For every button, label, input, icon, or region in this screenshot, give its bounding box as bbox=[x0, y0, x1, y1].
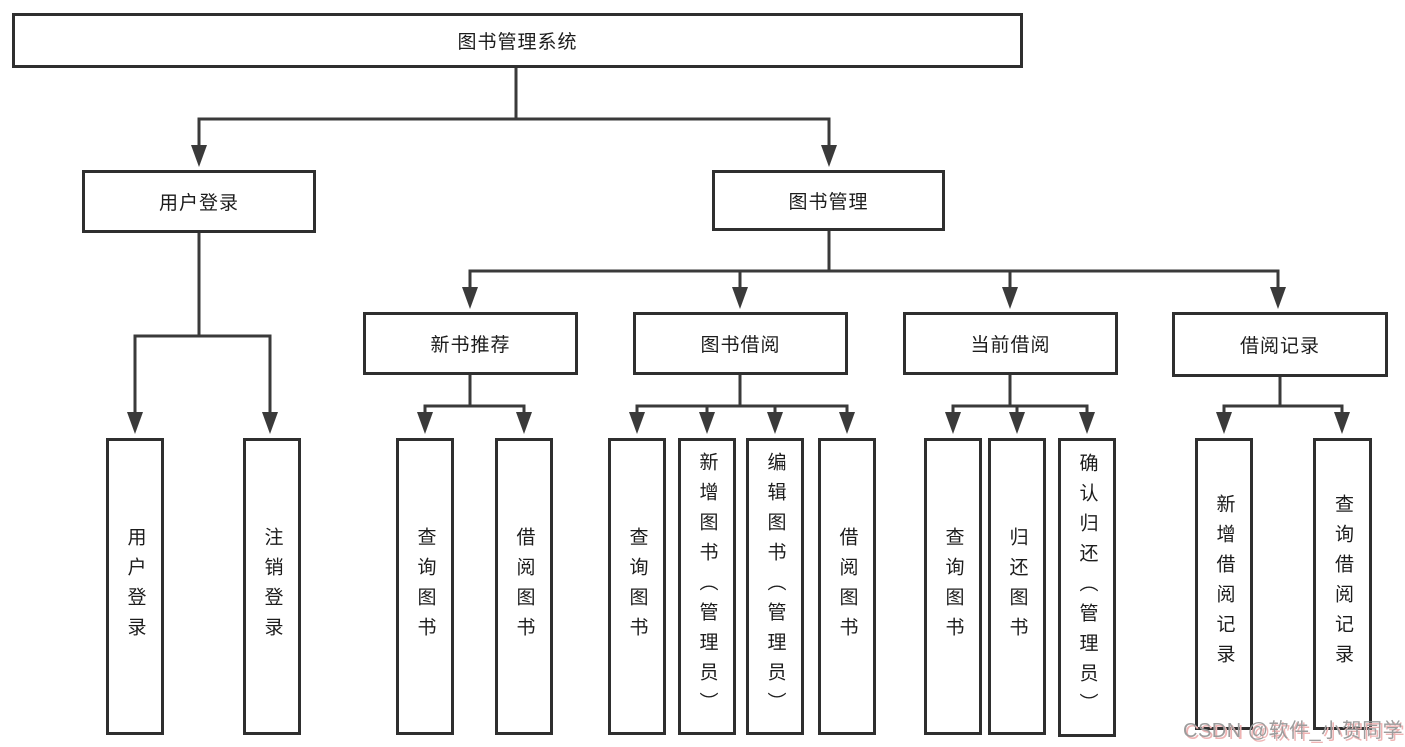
leaf-bb-query-books-label: 查询图书 bbox=[626, 526, 648, 647]
leaf-user-login-label: 用户登录 bbox=[124, 526, 146, 647]
leaf-br-query-record: 查询借阅记录 bbox=[1313, 438, 1372, 730]
node-user-login: 用户登录 bbox=[82, 170, 316, 233]
leaf-nbr-query-books: 查询图书 bbox=[396, 438, 454, 735]
leaf-cb-return-books-label: 归还图书 bbox=[1006, 526, 1028, 647]
leaf-cb-query-books-label: 查询图书 bbox=[942, 526, 964, 647]
leaf-nbr-borrow-books: 借阅图书 bbox=[495, 438, 553, 735]
node-borrow-records-label: 借阅记录 bbox=[1239, 336, 1320, 357]
node-book-management: 图书管理 bbox=[712, 170, 945, 231]
leaf-br-add-record: 新增借阅记录 bbox=[1195, 438, 1253, 730]
node-book-borrow: 图书借阅 bbox=[633, 312, 848, 375]
node-book-borrow-label: 图书借阅 bbox=[700, 335, 781, 356]
watermark: CSDN @软件_小贺同学 bbox=[1183, 720, 1404, 742]
leaf-bb-borrow-books-label: 借阅图书 bbox=[836, 526, 858, 647]
leaf-user-login: 用户登录 bbox=[106, 438, 164, 735]
leaf-bb-borrow-books: 借阅图书 bbox=[818, 438, 876, 735]
node-current-borrow-label: 当前借阅 bbox=[970, 335, 1051, 356]
leaf-cb-confirm-return-admin-label: 确认归还（管理员） bbox=[1076, 452, 1098, 723]
leaf-cb-query-books: 查询图书 bbox=[924, 438, 982, 735]
leaf-bb-query-books: 查询图书 bbox=[608, 438, 666, 735]
node-borrow-records: 借阅记录 bbox=[1172, 312, 1388, 377]
node-new-book-recommend-label: 新书推荐 bbox=[430, 335, 511, 356]
node-book-management-label: 图书管理 bbox=[788, 192, 869, 213]
leaf-bb-edit-books-admin-label: 编辑图书（管理员） bbox=[764, 451, 786, 722]
leaf-cb-confirm-return-admin: 确认归还（管理员） bbox=[1058, 438, 1116, 737]
leaf-logout-label: 注销登录 bbox=[261, 526, 283, 647]
leaf-bb-add-books-admin-label: 新增图书（管理员） bbox=[696, 451, 718, 722]
leaf-bb-add-books-admin: 新增图书（管理员） bbox=[678, 438, 736, 735]
leaf-br-query-record-label: 查询借阅记录 bbox=[1332, 494, 1353, 674]
node-new-book-recommend: 新书推荐 bbox=[363, 312, 578, 375]
leaf-br-add-record-label: 新增借阅记录 bbox=[1213, 494, 1235, 674]
connector-arrowheads bbox=[127, 145, 1350, 434]
leaf-bb-edit-books-admin: 编辑图书（管理员） bbox=[746, 438, 804, 735]
leaf-logout: 注销登录 bbox=[243, 438, 301, 735]
leaf-nbr-query-books-label: 查询图书 bbox=[414, 526, 436, 647]
leaf-cb-return-books: 归还图书 bbox=[988, 438, 1046, 735]
node-root-label: 图书管理系统 bbox=[457, 32, 578, 53]
node-current-borrow: 当前借阅 bbox=[903, 312, 1118, 375]
leaf-nbr-borrow-books-label: 借阅图书 bbox=[513, 526, 535, 647]
node-user-login-label: 用户登录 bbox=[158, 193, 239, 214]
node-root: 图书管理系统 bbox=[12, 13, 1023, 68]
